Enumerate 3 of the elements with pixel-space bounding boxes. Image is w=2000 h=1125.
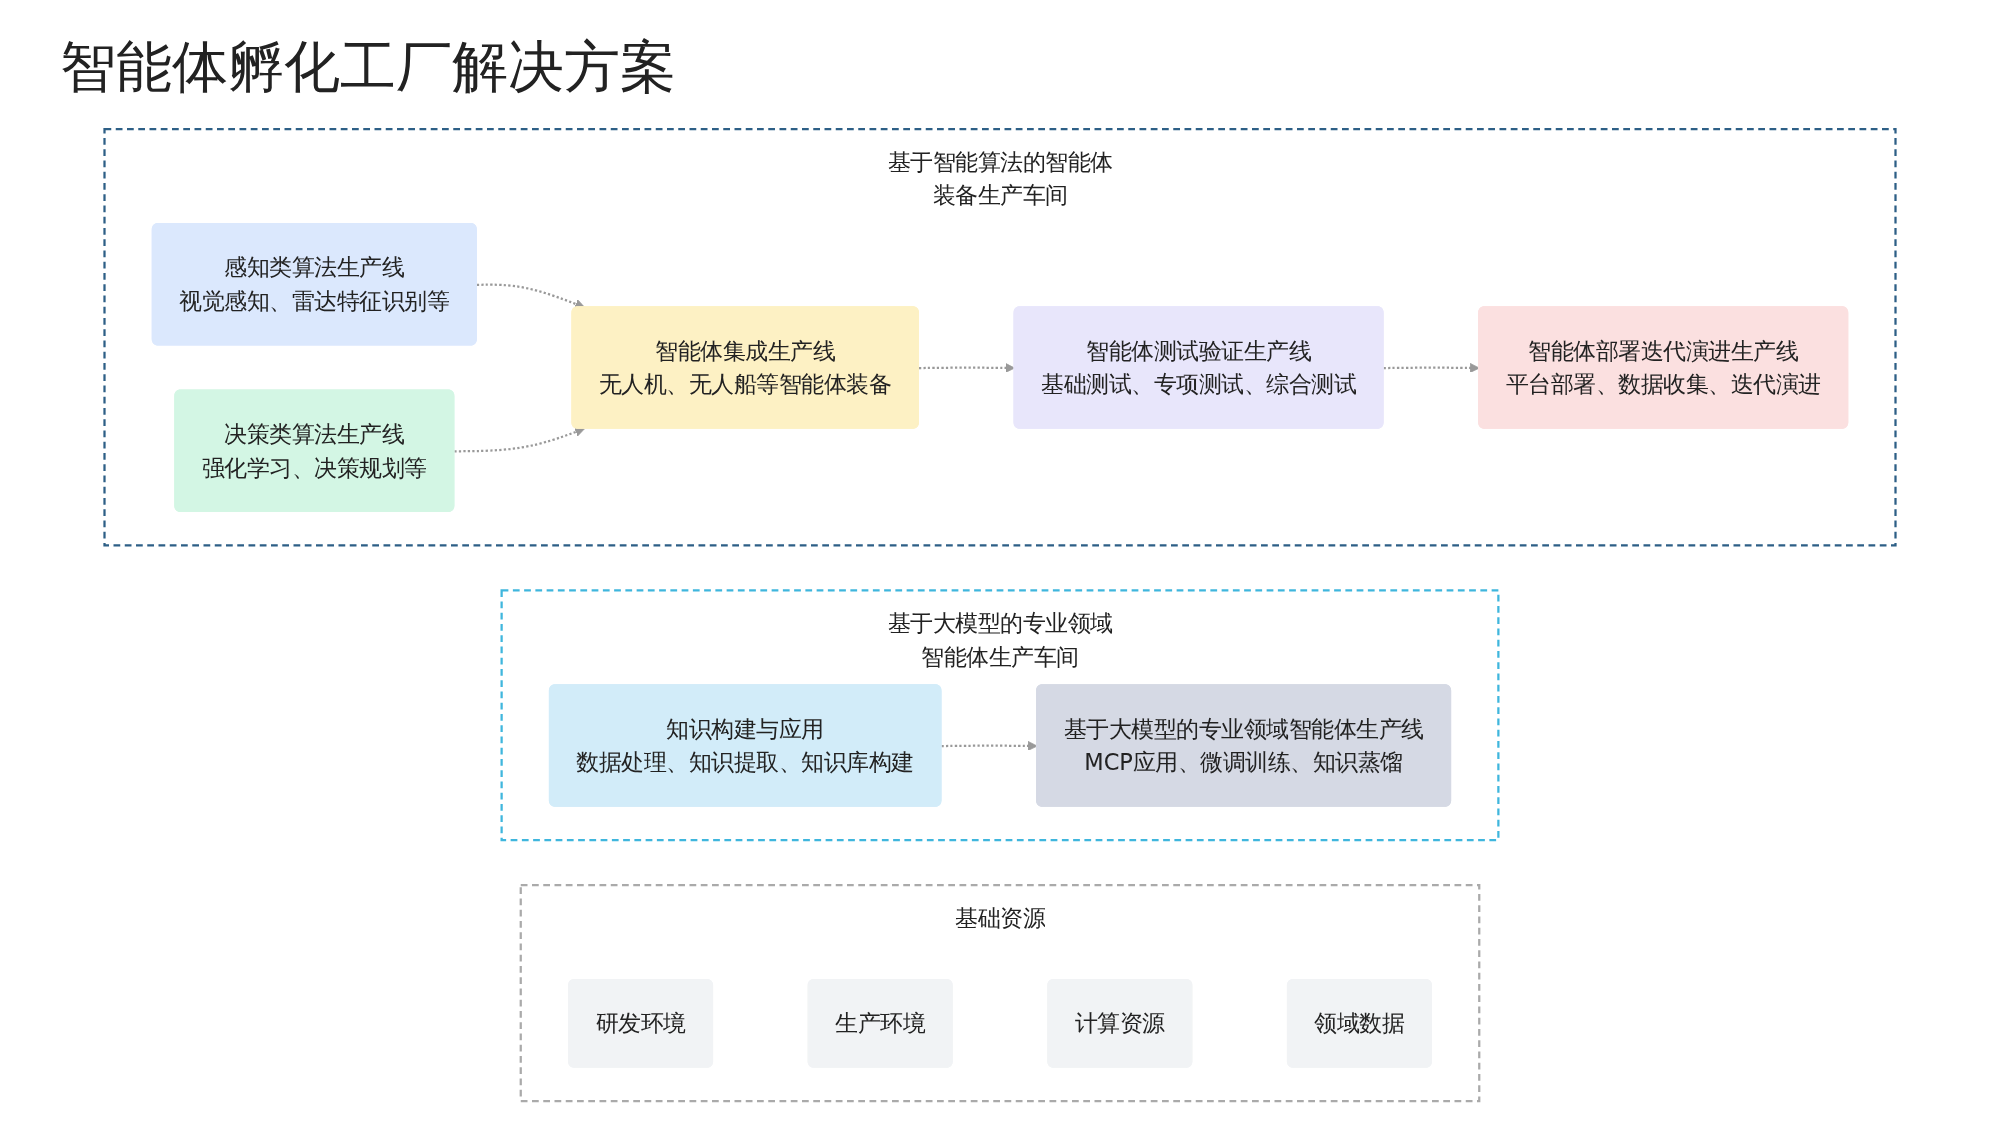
arrow (476, 283, 585, 309)
title: 智能体孵化工厂解决方案 (60, 33, 676, 101)
arrow (454, 427, 585, 453)
